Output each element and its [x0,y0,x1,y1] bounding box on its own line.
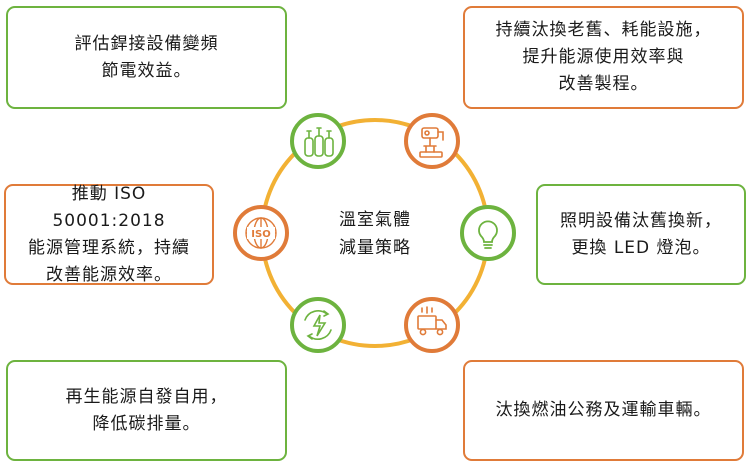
center-title-line1: 溫室氣體 [339,210,411,230]
iso-globe-icon: ISO [233,205,289,261]
gas-cylinders-icon [290,113,346,169]
center-title-line2: 減量策略 [339,238,411,258]
light-bulb-icon [460,205,516,261]
box-mid-right-text: 照明設備汰舊換新， 更換 LED 燈泡。 [560,210,722,258]
box-top-right-text: 持續汰換老舊、耗能設施， 提升能源使用效率與 改善製程。 [495,20,712,94]
iso-icon-label: ISO [251,229,270,240]
delivery-truck-icon [404,297,460,353]
box-bottom-right: 汰換燃油公務及運輸車輛。 [463,360,744,461]
box-bottom-left: 再生能源自發自用， 降低碳排量。 [6,360,287,461]
industrial-machine-icon [404,113,460,169]
renewable-energy-icon [290,297,346,353]
box-mid-left: 推動 ISO 50001:2018 能源管理系統，持續 改善能源效率。 [4,184,214,285]
box-bottom-right-text: 汰換燃油公務及運輸車輛。 [495,400,712,420]
box-top-right: 持續汰換老舊、耗能設施， 提升能源使用效率與 改善製程。 [463,6,744,109]
box-bottom-left-text: 再生能源自發自用， 降低碳排量。 [65,386,228,434]
box-top-left-text: 評估銲接設備變頻 節電效益。 [74,33,219,81]
box-mid-left-text: 推動 ISO 50001:2018 能源管理系統，持續 改善能源效率。 [28,183,190,285]
box-top-left: 評估銲接設備變頻 節電效益。 [6,6,287,109]
box-mid-right: 照明設備汰舊換新， 更換 LED 燈泡。 [536,184,746,285]
